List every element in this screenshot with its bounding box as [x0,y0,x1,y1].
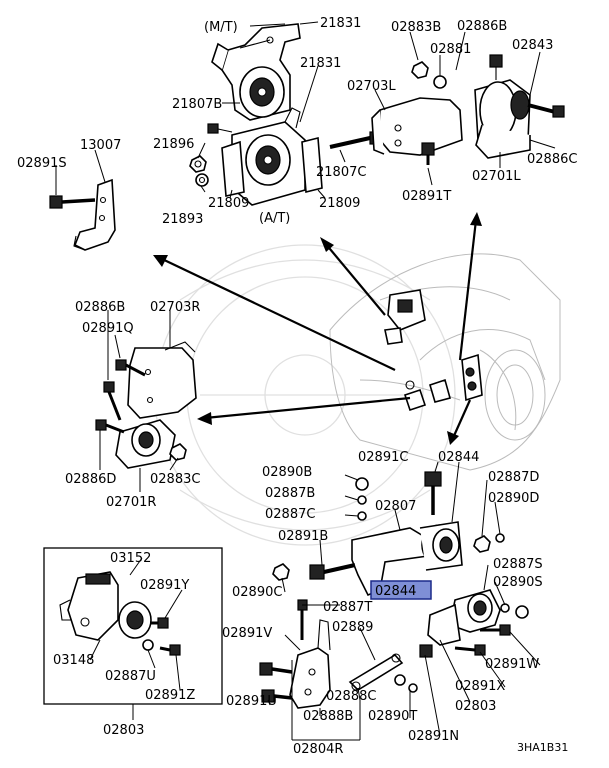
label-02701l[interactable]: 02701L [472,169,521,184]
left-mount-assembly [371,54,565,165]
label-21831-mid[interactable]: 21831 [300,56,341,71]
label-21807c[interactable]: 21807C [316,165,366,180]
label-02703l[interactable]: 02703L [347,79,396,94]
leader-lines [55,21,556,741]
label-02701r[interactable]: 02701R [106,495,156,510]
watermark [154,244,456,546]
label-02891v[interactable]: 02891V [222,626,272,641]
catalog-code: 3HA1B31 [517,741,568,754]
label-21831-top[interactable]: 21831 [320,16,361,31]
label-02891n[interactable]: 02891N [408,729,459,744]
label-13007[interactable]: 13007 [80,138,121,153]
label-02887c[interactable]: 02887C [265,507,315,522]
label-02804r[interactable]: 02804R [293,742,343,757]
label-02886b-mid[interactable]: 02886B [75,300,125,315]
at-mount-assembly [221,107,323,206]
label-02888b[interactable]: 02888B [303,709,353,724]
label-02886b-top[interactable]: 02886B [457,19,507,34]
label-mt: (M/T) [204,20,238,35]
label-02890s[interactable]: 02890S [493,575,543,590]
label-02891c[interactable]: 02891C [358,450,408,465]
label-02883c[interactable]: 02883C [150,472,200,487]
highlight-02844[interactable] [370,580,432,600]
label-02887s[interactable]: 02887S [493,557,543,572]
label-02881[interactable]: 02881 [430,42,471,57]
label-02803-box[interactable]: 02803 [103,723,144,738]
label-02891t[interactable]: 02891T [402,189,451,204]
label-02888c[interactable]: 02888C [326,689,376,704]
rear-roll-stopper-assembly [272,471,529,656]
label-at: (A/T) [259,211,290,226]
label-02891x[interactable]: 02891X [455,679,505,694]
right-mount-assembly [95,341,197,469]
callout-labels: (M/T) 21831 21831 21807B 21896 21893 218… [17,16,577,757]
assembly-arrows [153,212,482,445]
bracket-13007 [49,178,116,251]
label-02890d[interactable]: 02890D [488,491,539,506]
label-21809-left[interactable]: 21809 [208,196,249,211]
label-02891q[interactable]: 02891Q [82,321,134,336]
label-02883b[interactable]: 02883B [391,20,441,35]
label-02887b[interactable]: 02887B [265,486,315,501]
label-02886d[interactable]: 02886D [65,472,116,487]
label-21893[interactable]: 21893 [162,212,203,227]
inset-box-02803 [43,547,223,705]
label-02844-top[interactable]: 02844 [438,450,479,465]
label-02844-highlighted[interactable]: 02844 [375,584,416,599]
label-03148[interactable]: 03148 [53,653,94,668]
label-21807b[interactable]: 21807B [172,97,222,112]
label-02890c[interactable]: 02890C [232,585,282,600]
label-02891b[interactable]: 02891B [278,529,328,544]
label-02887u[interactable]: 02887U [105,669,156,684]
label-02807[interactable]: 02807 [375,499,416,514]
label-03152[interactable]: 03152 [110,551,151,566]
label-02891s[interactable]: 02891S [17,156,67,171]
label-02891w[interactable]: 02891W [485,657,539,672]
label-02886c[interactable]: 02886C [527,152,577,167]
label-21896[interactable]: 21896 [153,137,194,152]
vehicle-mount-points [384,289,483,412]
mt-mount-assembly [211,23,301,121]
label-02891y[interactable]: 02891Y [140,578,189,593]
label-21809-right[interactable]: 21809 [319,196,360,211]
label-02803-right[interactable]: 02803 [455,699,496,714]
label-02703r[interactable]: 02703R [150,300,200,315]
label-02889[interactable]: 02889 [332,620,373,635]
label-02887t[interactable]: 02887T [323,600,372,615]
label-02890t[interactable]: 02890T [368,709,417,724]
engine-bay-outline [329,253,561,471]
label-02887d[interactable]: 02887D [488,470,539,485]
label-02890b[interactable]: 02890B [262,465,312,480]
label-02891u[interactable]: 02891U [226,694,277,709]
label-02843[interactable]: 02843 [512,38,553,53]
bottom-bracket-assembly [259,599,433,709]
label-02891z[interactable]: 02891Z [145,688,195,703]
